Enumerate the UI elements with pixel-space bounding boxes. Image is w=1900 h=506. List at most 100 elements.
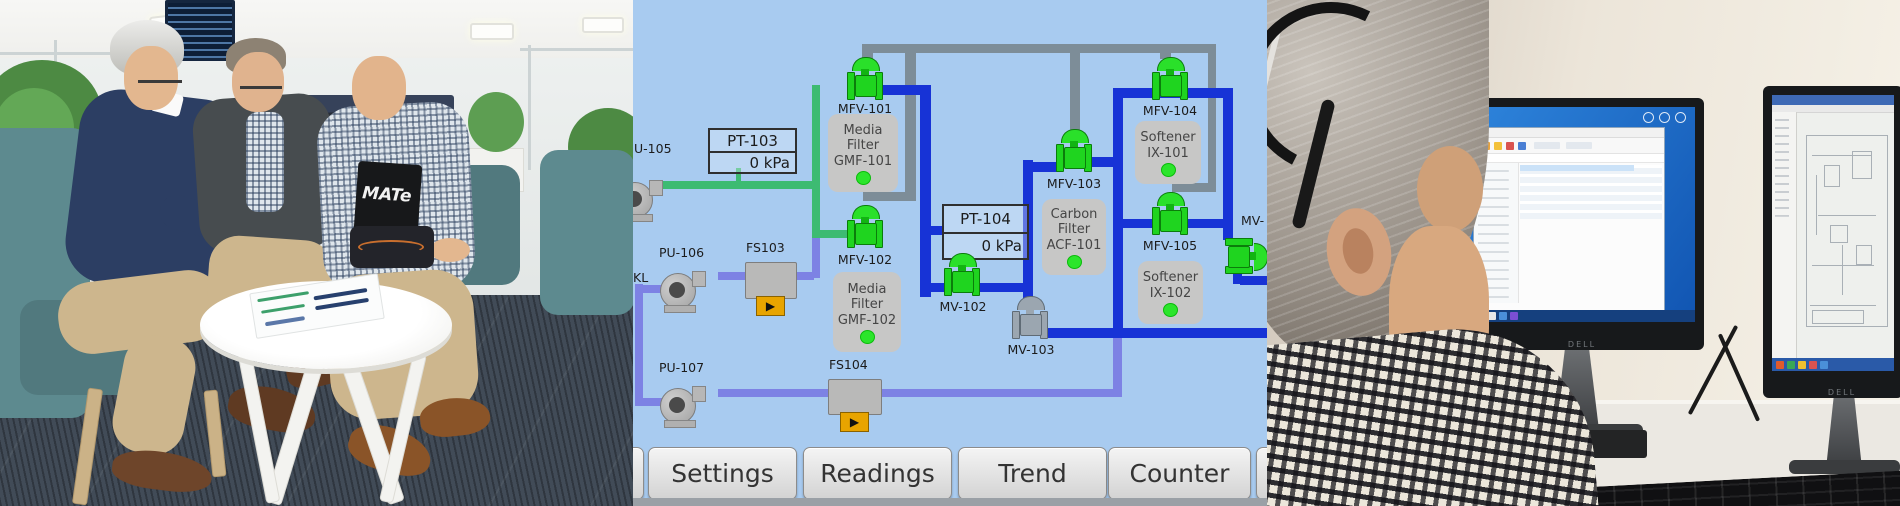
- pid-app-toolbar: [1772, 105, 1894, 113]
- explorer-address-bar: [1474, 154, 1664, 163]
- pipe-green-riser: [812, 85, 820, 238]
- nav-button-counter[interactable]: Counter: [1108, 447, 1251, 500]
- softener-ix102-status-dot: [1163, 303, 1178, 318]
- monitor-left: DELL: [1442, 98, 1704, 350]
- monitor-right-base: [1789, 460, 1900, 474]
- glass-frame: [520, 48, 633, 51]
- pipe-blue-loop-right: [1223, 88, 1233, 240]
- softener-ix102[interactable]: Softener IX-102: [1138, 261, 1203, 324]
- man1-face: [124, 46, 178, 110]
- valve-mfv102-label: MFV-102: [837, 252, 893, 267]
- filter-acf101[interactable]: Carbon Filter ACF-101: [1042, 199, 1106, 275]
- nav-button-partial-left[interactable]: [633, 447, 644, 500]
- valve-mfv105[interactable]: [1152, 192, 1188, 236]
- fs103-label: FS103: [746, 240, 785, 255]
- pipe-blue-mfv105-in: [1121, 219, 1155, 228]
- valve-mfv101[interactable]: [847, 57, 883, 101]
- pipe-purple-pu106-fs103: [718, 272, 745, 280]
- valve-mv104[interactable]: [1224, 238, 1267, 274]
- ceiling-light: [470, 23, 514, 40]
- softener-ix101-line1: Softener: [1140, 129, 1196, 145]
- valve-mv103-closed[interactable]: [1012, 296, 1048, 340]
- valve-mfv101-label: MFV-101: [837, 101, 893, 116]
- valve-mfv104[interactable]: [1152, 57, 1188, 101]
- valve-mv102[interactable]: [944, 253, 980, 297]
- pipe-purple-pu107-fs104: [718, 389, 828, 397]
- glass-frame: [0, 52, 130, 55]
- pipe-blue-mv102-out: [976, 283, 1028, 292]
- monitor-right-brand-logo: DELL: [1827, 388, 1857, 397]
- man2-glasses: [240, 86, 282, 89]
- pipe-gray-elbow-mfv105: [1172, 183, 1216, 192]
- pt104-indicator: PT-104 0 kPa: [942, 204, 1029, 260]
- pump-pu107-label: PU-107: [659, 360, 705, 375]
- pipe-blue-vert-a: [920, 85, 931, 297]
- pipe-gray-drop-mfv102: [905, 44, 916, 201]
- pipe-blue-mfv105-out: [1183, 219, 1225, 228]
- monitor-right: DELL: [1763, 86, 1900, 398]
- armchair-right: [540, 150, 633, 315]
- filter-gmf101-status-dot: [855, 171, 871, 186]
- pt104-value: 0 kPa: [981, 236, 1022, 255]
- pipe-gray-drop-mfv104: [1160, 44, 1171, 59]
- brand-box: MATe: [353, 160, 423, 236]
- filter-gmf102-line1: Media: [847, 281, 887, 297]
- plant: [468, 92, 524, 152]
- pump-pu106[interactable]: [660, 267, 706, 313]
- flow-switch-fs104[interactable]: [828, 379, 882, 415]
- pipe-gray-drop-mfv103: [1070, 44, 1080, 133]
- photo-office-meeting: MATe: [0, 0, 633, 506]
- man2-checked-shirt: [246, 112, 284, 212]
- flow-switch-fs103[interactable]: [745, 262, 797, 299]
- valve-mfv103[interactable]: [1056, 129, 1092, 173]
- pt103-indicator: PT-103 0 kPa: [708, 128, 797, 174]
- softener-ix102-line2: IX-102: [1149, 285, 1192, 301]
- edge-label-fragment: KL: [633, 270, 649, 285]
- softener-ix101-line2: IX-101: [1147, 145, 1189, 161]
- fs104-label: FS104: [829, 357, 868, 372]
- pipe-blue-product-line: [1047, 328, 1267, 338]
- pipe-gray-elbow-mfv102: [863, 192, 916, 201]
- man1-glasses: [138, 80, 182, 83]
- valve-mfv102[interactable]: [847, 205, 883, 249]
- nav-button-trend[interactable]: Trend: [958, 447, 1107, 500]
- filter-gmf101-line2: Filter: [846, 138, 880, 154]
- valve-mv104-label: MV-: [1241, 213, 1265, 228]
- filter-gmf102-line2: Filter: [850, 297, 884, 313]
- filter-acf101-line1: Carbon: [1050, 206, 1098, 222]
- pipe-purple-fs104-out: [880, 389, 1118, 397]
- scada-hmi-screen: PT-103 0 kPa PT-104 0 kPa U-105 PU-106 P…: [633, 0, 1267, 506]
- explorer-file-list: [1520, 165, 1662, 219]
- file-explorer-window: [1473, 127, 1665, 319]
- nav-button-partial-right[interactable]: [1256, 447, 1267, 500]
- nav-button-settings[interactable]: Settings: [648, 447, 797, 500]
- monitor-left-brand-logo: DELL: [1567, 340, 1597, 349]
- filter-acf101-line2: Filter: [1057, 222, 1091, 238]
- pipe-blue-mfv103-out: [1088, 157, 1123, 167]
- pipe-blue-mv104-out: [1240, 276, 1267, 285]
- pt104-tag: PT-104: [944, 206, 1027, 234]
- man2-face: [232, 52, 284, 112]
- monitor-right-screen-pid-drawing: [1772, 95, 1894, 372]
- pump-pu107[interactable]: [660, 382, 706, 428]
- man-forehead: [1417, 146, 1483, 232]
- ceiling-light: [582, 17, 624, 33]
- explorer-ribbon: [1474, 138, 1664, 154]
- valve-mv102-label: MV-102: [939, 299, 987, 314]
- pipe-blue-mfv103-in: [1031, 162, 1059, 172]
- pt103-tag: PT-103: [710, 130, 795, 153]
- desktop-icons: [1643, 112, 1687, 123]
- softener-ix101[interactable]: Softener IX-101: [1135, 121, 1201, 184]
- filter-gmf102[interactable]: Media Filter GMF-102: [833, 272, 901, 352]
- pid-app-tree-panel: [1772, 112, 1797, 360]
- pipe-green-pu105: [662, 181, 820, 189]
- nav-button-readings[interactable]: Readings: [803, 447, 952, 500]
- pid-drawing-border: [1806, 135, 1888, 327]
- pump-pu105[interactable]: [633, 176, 663, 222]
- pipe-gray-header: [863, 44, 1215, 53]
- filter-gmf101[interactable]: Media Filter GMF-101: [828, 114, 898, 192]
- flow-switch-fs104-sensor: ▶: [840, 412, 869, 432]
- pump-pu106-label: PU-106: [659, 245, 705, 260]
- pt103-value: 0 kPa: [749, 153, 790, 172]
- office-ceiling: [0, 0, 633, 60]
